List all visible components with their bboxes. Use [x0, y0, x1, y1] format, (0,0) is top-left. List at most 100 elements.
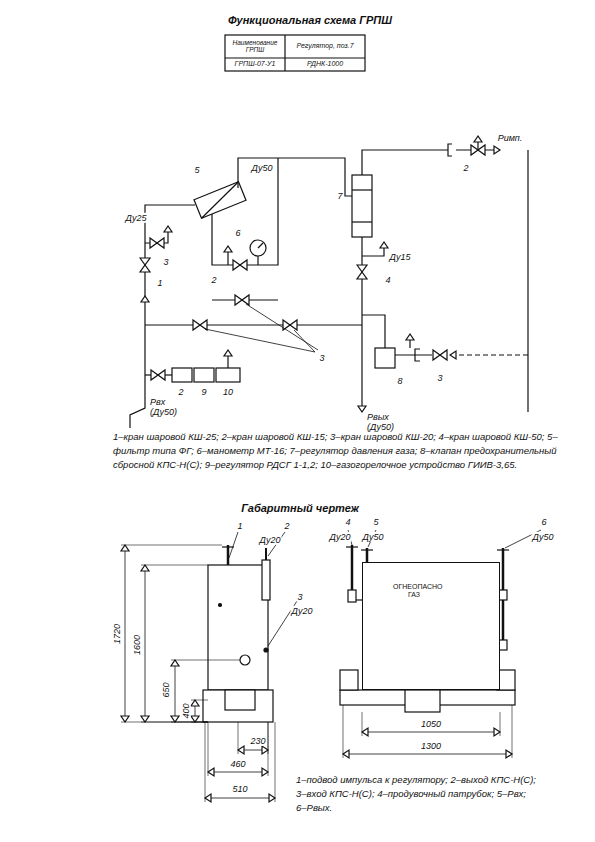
- extension-line: [343, 705, 344, 758]
- pipe-line: [346, 546, 358, 547]
- pipe-line: [361, 549, 373, 550]
- arrow-symbol: [121, 545, 129, 551]
- arrow-symbol: [171, 660, 179, 666]
- extension-line: [275, 722, 276, 802]
- pipe-line: [212, 158, 278, 265]
- part-box: [216, 368, 240, 382]
- extension-line: [500, 712, 501, 736]
- dimension-value: 510: [231, 784, 248, 794]
- part-box: [194, 368, 214, 382]
- section-title: Габаритный чертеж: [240, 502, 360, 515]
- extension-line: [512, 705, 513, 758]
- table-cell: ГРПШ-07-У1: [234, 60, 277, 68]
- pipe-line: [145, 324, 362, 325]
- leader-line: [229, 532, 238, 558]
- pipe-label: Ду20: [329, 532, 352, 542]
- callout-number: 2: [177, 387, 184, 397]
- arrow-symbol: [238, 746, 244, 754]
- pipe-line: [527, 150, 528, 412]
- pipe-line: [362, 150, 448, 175]
- callout-number: 5: [193, 165, 200, 175]
- arrow-symbol: [262, 768, 268, 776]
- cabinet-side: [208, 565, 268, 690]
- valve-symbol: [235, 295, 249, 305]
- arrow-symbol: [121, 716, 129, 722]
- pipe-line: [130, 205, 195, 428]
- dimension-value: 650: [161, 681, 171, 698]
- arrow-symbol: [205, 794, 211, 802]
- dimension-line: [145, 565, 146, 722]
- dimension-value: 230: [249, 736, 266, 746]
- cap-symbol: [448, 144, 452, 156]
- pipe-line: [222, 546, 234, 547]
- pipe-label: Ду50: [362, 532, 385, 542]
- dimension-value: 1600: [132, 634, 142, 656]
- arrow-symbol: [141, 565, 149, 571]
- dimension-line: [125, 545, 126, 722]
- arrow-symbol: [474, 136, 482, 142]
- pipe-line: [361, 237, 362, 412]
- callout-number: 2: [283, 521, 290, 531]
- extension-line: [268, 722, 269, 776]
- gauge-needle: [258, 243, 263, 248]
- callout-number: 1: [156, 278, 163, 288]
- regulator-detail: [352, 189, 372, 190]
- callout-number: 3: [436, 373, 443, 383]
- arrow-symbol: [494, 146, 500, 154]
- pipe-flange: [499, 590, 507, 600]
- pipe-label: Рвых (Ду50): [367, 412, 403, 433]
- cabinet-foot: [340, 670, 358, 690]
- extension-line: [121, 545, 222, 546]
- pipe-line: [227, 356, 228, 368]
- arrow-symbol: [494, 728, 500, 736]
- cap-symbol: [415, 349, 420, 361]
- title-table: [225, 35, 365, 71]
- valve-symbol: [193, 320, 207, 330]
- arrow-symbol: [362, 728, 368, 736]
- pipe-line: [450, 354, 528, 355]
- arrow-symbol: [269, 794, 275, 802]
- pipe-line: [497, 549, 509, 550]
- arrow-symbol: [224, 246, 232, 252]
- regulator-symbol: [352, 175, 372, 237]
- callout-number: 3: [296, 592, 303, 602]
- arrow-symbol: [450, 351, 456, 359]
- pipe-line: [265, 548, 267, 560]
- pipe-line: [362, 315, 385, 348]
- extension-line: [238, 722, 239, 754]
- callout-number: 7: [336, 191, 343, 201]
- valve-symbol: [433, 350, 447, 360]
- callout-number: 6: [234, 228, 241, 238]
- callout-number: 2: [210, 275, 217, 285]
- dimension-value: 460: [229, 759, 246, 769]
- gauge-symbol: [250, 240, 266, 256]
- extension-line: [205, 722, 206, 802]
- dimension-line: [208, 772, 268, 773]
- dimension-value: 1720: [112, 623, 122, 645]
- arrow-symbol: [262, 746, 268, 754]
- arrow-symbol: [191, 716, 199, 722]
- pipe-flange: [348, 590, 356, 602]
- dimension-value: 1050: [420, 719, 442, 729]
- pipe-line: [238, 158, 352, 196]
- arrow-symbol: [343, 750, 349, 758]
- pipe-label: Ду20: [291, 606, 314, 616]
- extension-line: [171, 660, 240, 661]
- callout-number: 1: [236, 521, 243, 531]
- warning-text: ОГНЕОПАСНО ГАЗ: [393, 583, 435, 600]
- pipe-line: [362, 248, 384, 256]
- pipe-label: Ду50: [251, 163, 274, 173]
- callout-number: 10: [222, 387, 234, 397]
- callout-number: 5: [372, 517, 379, 527]
- dimension-value: 1300: [420, 741, 442, 751]
- pipe-label: Рвх (Ду50): [150, 397, 186, 418]
- extension-line: [208, 722, 209, 776]
- legend-note: 1–подвод импульса к регулятору; 2–выход …: [296, 773, 536, 814]
- callout-number: 4: [344, 517, 351, 527]
- cabinet-vent: [225, 690, 255, 710]
- dimension-line: [205, 798, 275, 799]
- table-rule: [225, 57, 365, 58]
- extension-line: [191, 700, 208, 701]
- leader-line: [205, 329, 315, 352]
